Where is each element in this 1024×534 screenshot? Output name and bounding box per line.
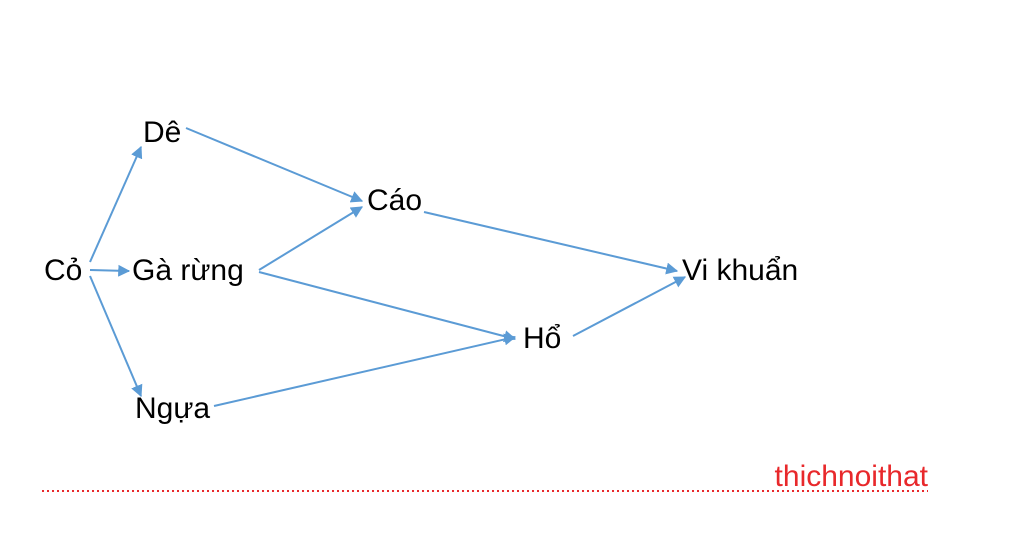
arrow-ga-rung-to-ho: [258, 271, 517, 343]
arrow-cao-to-vi-khuan: [423, 211, 679, 275]
arrow-ngua-to-ho: [213, 333, 517, 407]
arrow-co-to-ngua: [89, 275, 143, 398]
node-co: Cỏ: [44, 254, 82, 287]
node-ga-rung: Gà rừng: [132, 254, 244, 287]
node-ho: Hổ: [523, 322, 561, 355]
node-ngua: Ngựa: [135, 392, 210, 425]
node-cao: Cáo: [367, 184, 422, 217]
arrow-de-to-cao: [185, 127, 364, 203]
arrow-co-to-de: [89, 145, 143, 263]
node-vi-khuan: Vi khuẩn: [682, 254, 798, 287]
arrows-group: [89, 127, 687, 407]
node-labels: Cỏ Dê Gà rừng Ngựa Cáo Hổ Vi khuẩn: [44, 116, 798, 425]
watermark-text: thichnoithat: [775, 460, 929, 493]
arrow-ga-rung-to-cao: [258, 206, 364, 271]
node-de: Dê: [143, 116, 181, 149]
arrow-co-to-ga-rung: [89, 264, 131, 277]
arrow-ho-to-vi-khuan: [572, 276, 687, 337]
